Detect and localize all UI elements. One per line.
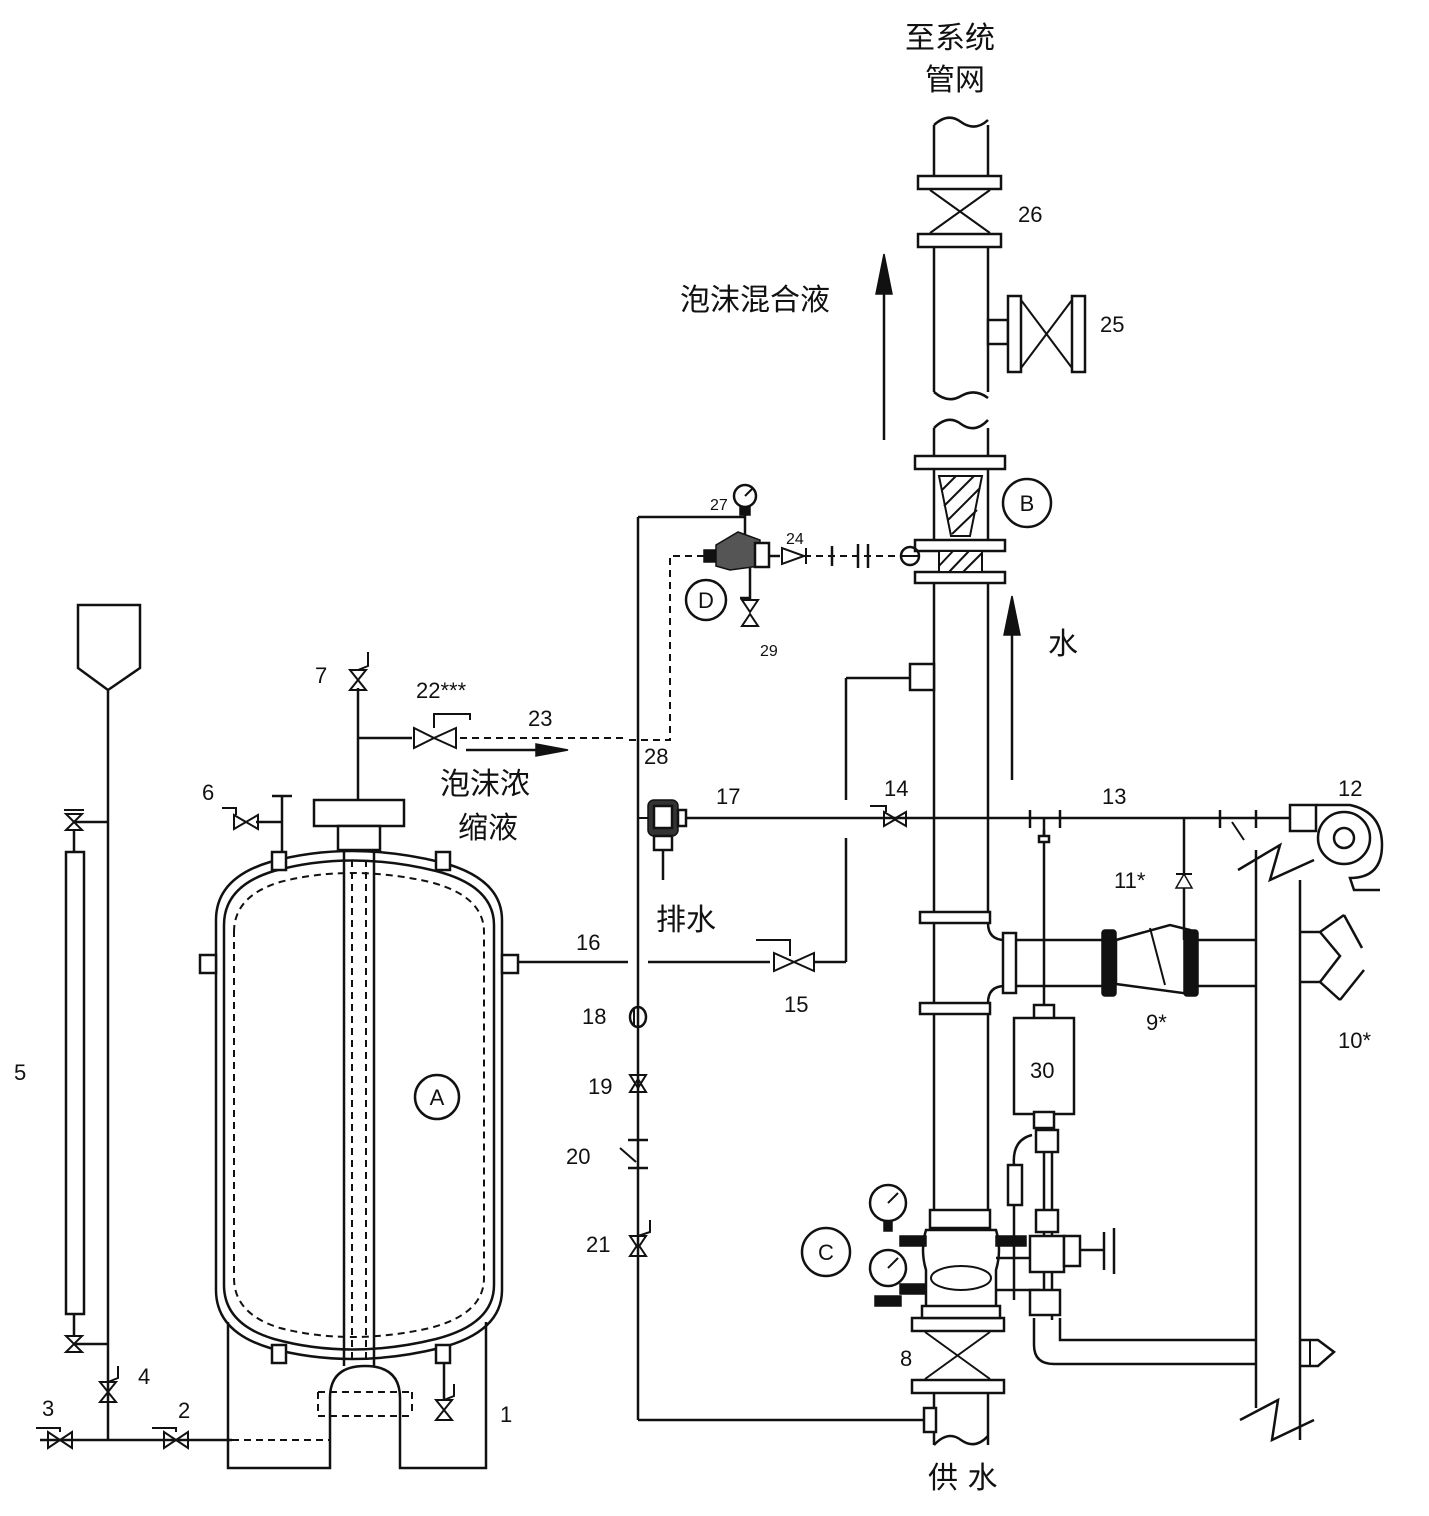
marker-c [800, 1226, 852, 1278]
label-2: 2 [178, 1398, 190, 1423]
retard-chamber-30 [1012, 830, 1076, 1130]
label-7: 7 [315, 663, 327, 688]
label-8: 8 [900, 1346, 912, 1371]
label-18: 18 [582, 1004, 606, 1029]
alarm-valve-assembly [899, 1208, 1040, 1320]
label-24: 24 [786, 531, 804, 548]
label-14: 14 [884, 776, 908, 801]
valve-14-handle [870, 805, 887, 812]
label-6: 6 [202, 780, 214, 805]
label-15: 15 [784, 992, 808, 1017]
water-label: 水 [1048, 627, 1078, 662]
label-16: 16 [576, 930, 600, 955]
pressure-gauge-icon [868, 1248, 908, 1307]
marker-d [684, 578, 728, 622]
alarm-line-13 [682, 810, 1290, 940]
tank-top-piping [222, 652, 471, 852]
label-4: 4 [138, 1364, 150, 1389]
foam-concentrate-label-line2: 缩液 [458, 811, 518, 846]
label-9: 9* [1146, 1010, 1167, 1035]
strainer-d [703, 531, 807, 627]
drain-pipe-right [1237, 842, 1365, 1443]
injection-union [830, 544, 921, 568]
label-26: 26 [1018, 202, 1042, 227]
bladder-tank-a [198, 798, 520, 1470]
pressure-gauge-icon [868, 1183, 908, 1232]
marker-b [1001, 477, 1053, 529]
drain-valve-17 [638, 799, 688, 880]
label-19: 19 [588, 1074, 612, 1099]
check-valve-9 [1101, 923, 1256, 997]
label-30: 30 [1030, 1058, 1054, 1083]
foam-concentrate-arrow [466, 743, 569, 757]
to-system-label-line1: 至系统 [905, 21, 995, 56]
label-21: 21 [586, 1232, 610, 1257]
label-17: 17 [716, 784, 740, 809]
foam-concentrate-label-line1: 泡沫浓 [440, 767, 530, 802]
label-22: 22*** [416, 678, 467, 703]
marker-c-label: C [818, 1240, 834, 1265]
to-system-label-line2: 管网 [925, 63, 985, 98]
label-28: 28 [644, 744, 668, 769]
label-3: 3 [42, 1396, 54, 1421]
marker-b-label: B [1020, 491, 1035, 516]
label-25: 25 [1100, 312, 1124, 337]
drain-label: 排水 [656, 903, 716, 938]
label-12: 12 [1338, 776, 1362, 801]
alarm-trim-piping [1006, 1014, 1255, 1366]
label-23: 23 [528, 706, 552, 731]
fill-funnel [36, 603, 232, 1450]
marker-a-label: A [430, 1085, 445, 1110]
line-16 [512, 662, 936, 973]
pressure-gauge-27-icon [732, 483, 758, 535]
concentrate-control-line [619, 515, 938, 1434]
marker-d-label: D [698, 588, 714, 613]
line-28-dashed [628, 555, 704, 741]
water-supply-label: 供 水 [928, 1461, 998, 1496]
main-riser-pipe [910, 116, 1106, 1446]
label-11: 11* [1114, 868, 1146, 893]
label-1: 1 [500, 1402, 512, 1427]
foam-mixture-flow-arrow [875, 253, 893, 440]
marker-a [413, 1073, 461, 1121]
water-flow-arrow [1003, 595, 1021, 780]
alarm-bell-icon [1288, 803, 1384, 892]
foam-mixture-label: 泡沫混合液 [680, 283, 830, 318]
valve-14 [883, 810, 907, 828]
label-10: 10* [1338, 1028, 1371, 1053]
label-5: 5 [14, 1060, 26, 1085]
label-27: 27 [710, 497, 728, 514]
label-20: 20 [566, 1144, 590, 1169]
label-29: 29 [760, 643, 778, 660]
label-13: 13 [1102, 784, 1126, 809]
